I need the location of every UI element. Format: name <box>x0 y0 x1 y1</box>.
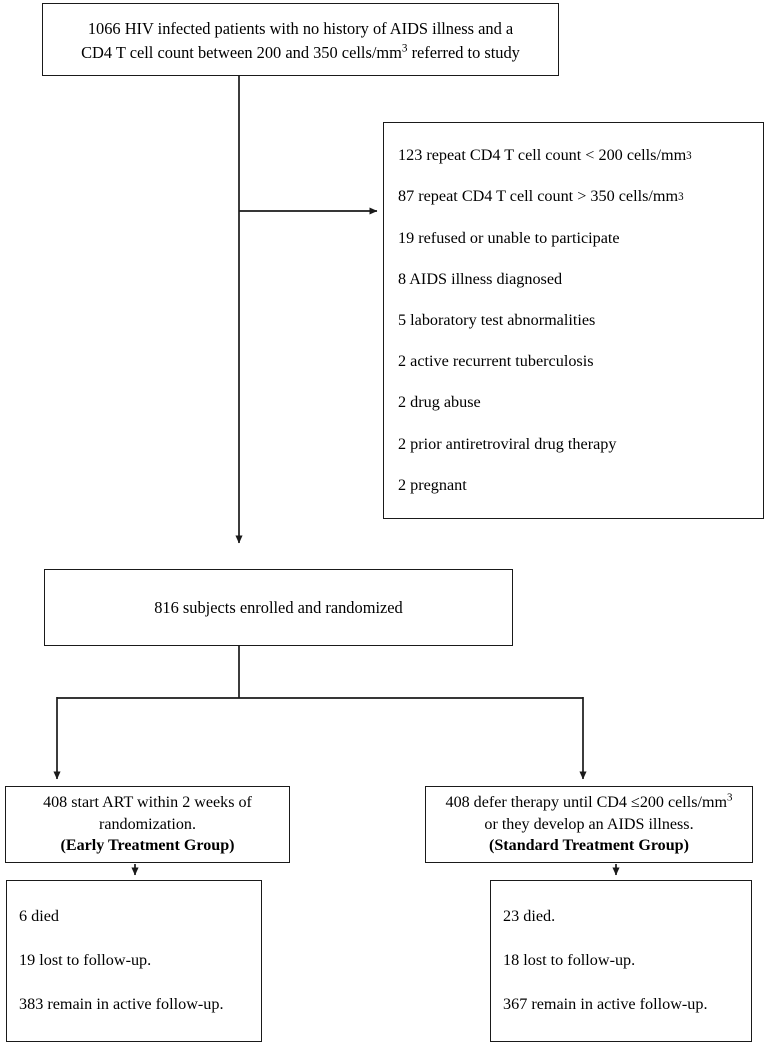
cohort-line-2: CD4 T cell count between 200 and 350 cel… <box>81 41 520 64</box>
early-outcome-lost-to-followup: 19 lost to follow-up. <box>19 951 152 970</box>
early-outcome-remaining: 383 remain in active follow-up. <box>19 995 224 1014</box>
standard-outcome-deaths: 23 died. <box>503 907 556 926</box>
early-group-line-1: 408 start ART within 2 weeks of <box>43 794 252 812</box>
exclusion-item: 8 AIDS illness diagnosed <box>398 259 763 300</box>
exclusion-item: 2 prior antiretroviral drug therapy <box>398 424 763 465</box>
exclusion-item: 5 laboratory test abnormalities <box>398 300 763 341</box>
standard-group-line-1-superscript: 3 <box>727 791 733 804</box>
standard-outcome-lost-to-followup: 18 lost to follow-up. <box>503 951 636 970</box>
enrolled-line-1: 816 subjects enrolled and randomized <box>154 597 403 617</box>
cohort-box: 1066 HIV infected patients with no histo… <box>42 3 559 76</box>
exclusion-item-text: 2 pregnant <box>398 475 467 494</box>
exclusion-item-text: 2 prior antiretroviral drug therapy <box>398 434 617 453</box>
cohort-line-1: 1066 HIV infected patients with no histo… <box>87 19 514 39</box>
early-treatment-group-box: 408 start ART within 2 weeks of randomiz… <box>5 786 290 863</box>
standard-group-line-1-text: 408 defer therapy until CD4 ≤200 cells/m… <box>445 794 727 812</box>
exclusion-item-text: 123 repeat CD4 T cell count < 200 cells/… <box>398 146 687 165</box>
exclusion-item: 123 repeat CD4 T cell count < 200 cells/… <box>398 135 763 176</box>
cohort-line-2-text: CD4 T cell count between 200 and 350 cel… <box>81 42 402 62</box>
enrolled-box: 816 subjects enrolled and randomized <box>44 569 513 646</box>
exclusion-item: 19 refused or unable to participate <box>398 217 763 258</box>
exclusion-item-text: 5 laboratory test abnormalities <box>398 310 596 329</box>
exclusion-item-text: 8 AIDS illness diagnosed <box>398 269 563 288</box>
exclusion-item: 2 active recurrent tuberculosis <box>398 341 763 382</box>
standard-group-label: (Standard Treatment Group) <box>489 837 689 855</box>
standard-outcome-box: 23 died. 18 lost to follow-up. 367 remai… <box>490 880 752 1042</box>
cohort-line-2-tail: referred to study <box>407 42 520 62</box>
exclusion-item-text: 2 active recurrent tuberculosis <box>398 352 594 371</box>
exclusion-item: 87 repeat CD4 T cell count > 350 cells/m… <box>398 176 763 217</box>
early-outcome-box: 6 died 19 lost to follow-up. 383 remain … <box>6 880 262 1042</box>
exclusion-item-text: 2 drug abuse <box>398 393 481 412</box>
cohort-line-2-superscript: 3 <box>401 42 408 55</box>
standard-outcome-remaining: 367 remain in active follow-up. <box>503 995 708 1014</box>
exclusions-box: 123 repeat CD4 T cell count < 200 cells/… <box>383 122 764 519</box>
early-group-label: (Early Treatment Group) <box>60 837 235 855</box>
early-outcome-deaths: 6 died <box>19 907 60 926</box>
standard-group-line-1: 408 defer therapy until CD4 ≤200 cells/m… <box>446 792 733 814</box>
early-group-line-2: randomization. <box>99 815 196 833</box>
exclusion-item-text: 87 repeat CD4 T cell count > 350 cells/m… <box>398 187 679 206</box>
exclusion-item-text: 19 refused or unable to participate <box>398 228 620 247</box>
standard-treatment-group-box: 408 defer therapy until CD4 ≤200 cells/m… <box>425 786 753 863</box>
standard-group-line-2: or they develop an AIDS illness. <box>484 815 694 833</box>
exclusion-item: 2 drug abuse <box>398 382 763 423</box>
exclusion-item: 2 pregnant <box>398 465 763 506</box>
